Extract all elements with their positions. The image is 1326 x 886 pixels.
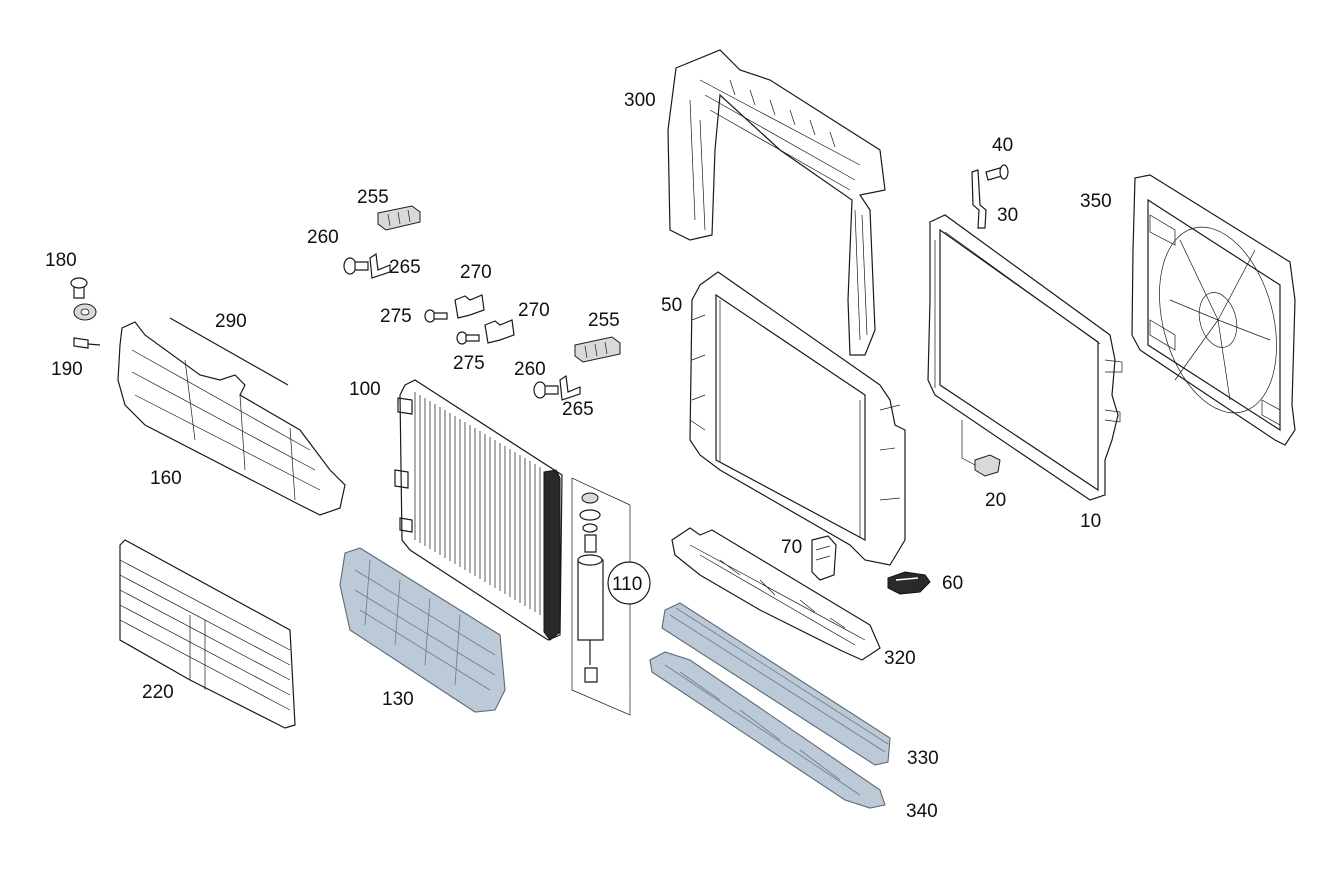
callout-350: 350 <box>1080 191 1112 212</box>
callout-160: 160 <box>150 468 182 489</box>
part-100-condenser[interactable] <box>394 379 563 641</box>
part-275-screw-b[interactable] <box>456 331 480 345</box>
callout-265-upper: 265 <box>389 257 421 278</box>
callout-30: 30 <box>997 205 1018 226</box>
callout-270-upper: 270 <box>460 262 492 283</box>
part-180-screw[interactable] <box>70 277 88 299</box>
part-20-sensor[interactable] <box>961 420 1001 477</box>
callout-60: 60 <box>942 573 963 594</box>
part-220-shutter[interactable] <box>119 539 296 729</box>
part-340-seal[interactable] <box>649 651 886 809</box>
part-10-radiator[interactable] <box>927 214 1123 501</box>
part-160-grille-frame[interactable] <box>117 321 346 516</box>
callout-220: 220 <box>142 682 174 703</box>
callout-255-upper: 255 <box>357 187 389 208</box>
part-60-cap[interactable] <box>887 571 931 595</box>
callout-265-lower: 265 <box>562 399 594 420</box>
callout-50: 50 <box>661 295 682 316</box>
part-washer[interactable] <box>73 303 97 321</box>
callout-20: 20 <box>985 490 1006 511</box>
part-50-radiator[interactable] <box>689 271 906 566</box>
part-270-bracket-b[interactable] <box>484 319 515 344</box>
part-110-dryer-kit[interactable] <box>571 477 631 716</box>
callout-260-upper: 260 <box>307 227 339 248</box>
part-265-bracket-a[interactable] <box>369 252 391 279</box>
callout-255-lower: 255 <box>588 310 620 331</box>
part-260-screw-a[interactable] <box>343 257 369 275</box>
callout-300: 300 <box>624 90 656 111</box>
callout-260-lower: 260 <box>514 359 546 380</box>
part-300-upper-support[interactable] <box>667 49 886 356</box>
callout-100: 100 <box>349 379 381 400</box>
callout-290: 290 <box>215 311 247 332</box>
callout-circle-110 <box>607 561 651 605</box>
callout-330: 330 <box>907 748 939 769</box>
callout-130: 130 <box>382 689 414 710</box>
part-130-cover[interactable] <box>339 547 506 713</box>
part-255-clip-b[interactable] <box>574 336 621 363</box>
part-275-screw-a[interactable] <box>424 309 448 323</box>
callout-180: 180 <box>45 250 77 271</box>
part-265-bracket-b[interactable] <box>559 374 581 401</box>
part-30-bracket[interactable] <box>971 169 987 229</box>
callout-320: 320 <box>884 648 916 669</box>
callout-275-lower: 275 <box>453 353 485 374</box>
part-260-screw-b[interactable] <box>533 381 559 399</box>
part-330-air-duct[interactable] <box>661 602 891 766</box>
leader-line-290 <box>169 317 289 386</box>
callout-275-upper: 275 <box>380 306 412 327</box>
part-320-air-guide[interactable] <box>671 527 881 661</box>
part-40-screw[interactable] <box>985 164 1009 181</box>
callout-270-lower: 270 <box>518 300 550 321</box>
callout-40: 40 <box>992 135 1013 156</box>
part-255-clip-a[interactable] <box>377 205 421 231</box>
callout-110: 110 <box>612 574 642 595</box>
callout-10: 10 <box>1080 511 1101 532</box>
part-70-clip[interactable] <box>811 535 837 581</box>
callout-70: 70 <box>781 537 802 558</box>
part-270-bracket-a[interactable] <box>454 294 485 319</box>
callout-190: 190 <box>51 359 83 380</box>
part-190-screw[interactable] <box>73 337 101 349</box>
callout-340: 340 <box>906 801 938 822</box>
part-350-fan-shroud[interactable] <box>1131 174 1296 446</box>
